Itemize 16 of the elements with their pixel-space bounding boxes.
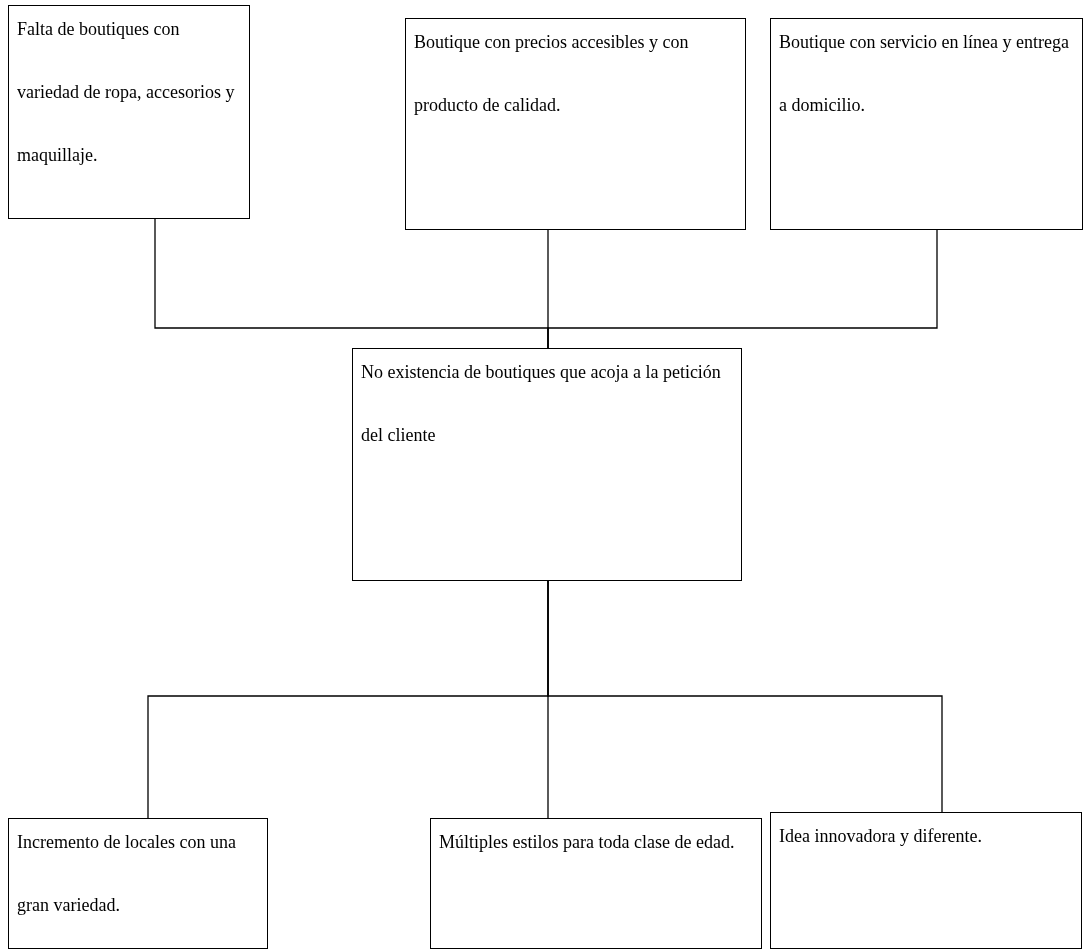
text-box [8, 5, 250, 219]
text-box [352, 348, 742, 581]
box-text: Boutique con precios accesibles y con producto de calidad. [413, 31, 690, 117]
box-text: Boutique con servicio en línea y entrega a domicilio. [778, 31, 1070, 117]
box-text: Incremento de locales con una gran variedad. [16, 831, 237, 917]
connector-line [547, 229, 938, 349]
text-box [430, 818, 762, 949]
text-box [770, 812, 1082, 949]
box-text: No existencia de boutiques que acoja a la petición del cliente [360, 361, 722, 447]
box-text: Múltiples estilos para toda clase de edad. [438, 831, 736, 854]
text-box [8, 818, 268, 949]
text-box [405, 18, 746, 230]
connector-line [547, 580, 943, 813]
box-text: Idea innovadora y diferente. [778, 825, 983, 848]
box-text: Falta de boutiques con variedad de ropa, accesorios y maquillaje. [16, 18, 236, 167]
text-box [770, 18, 1083, 230]
